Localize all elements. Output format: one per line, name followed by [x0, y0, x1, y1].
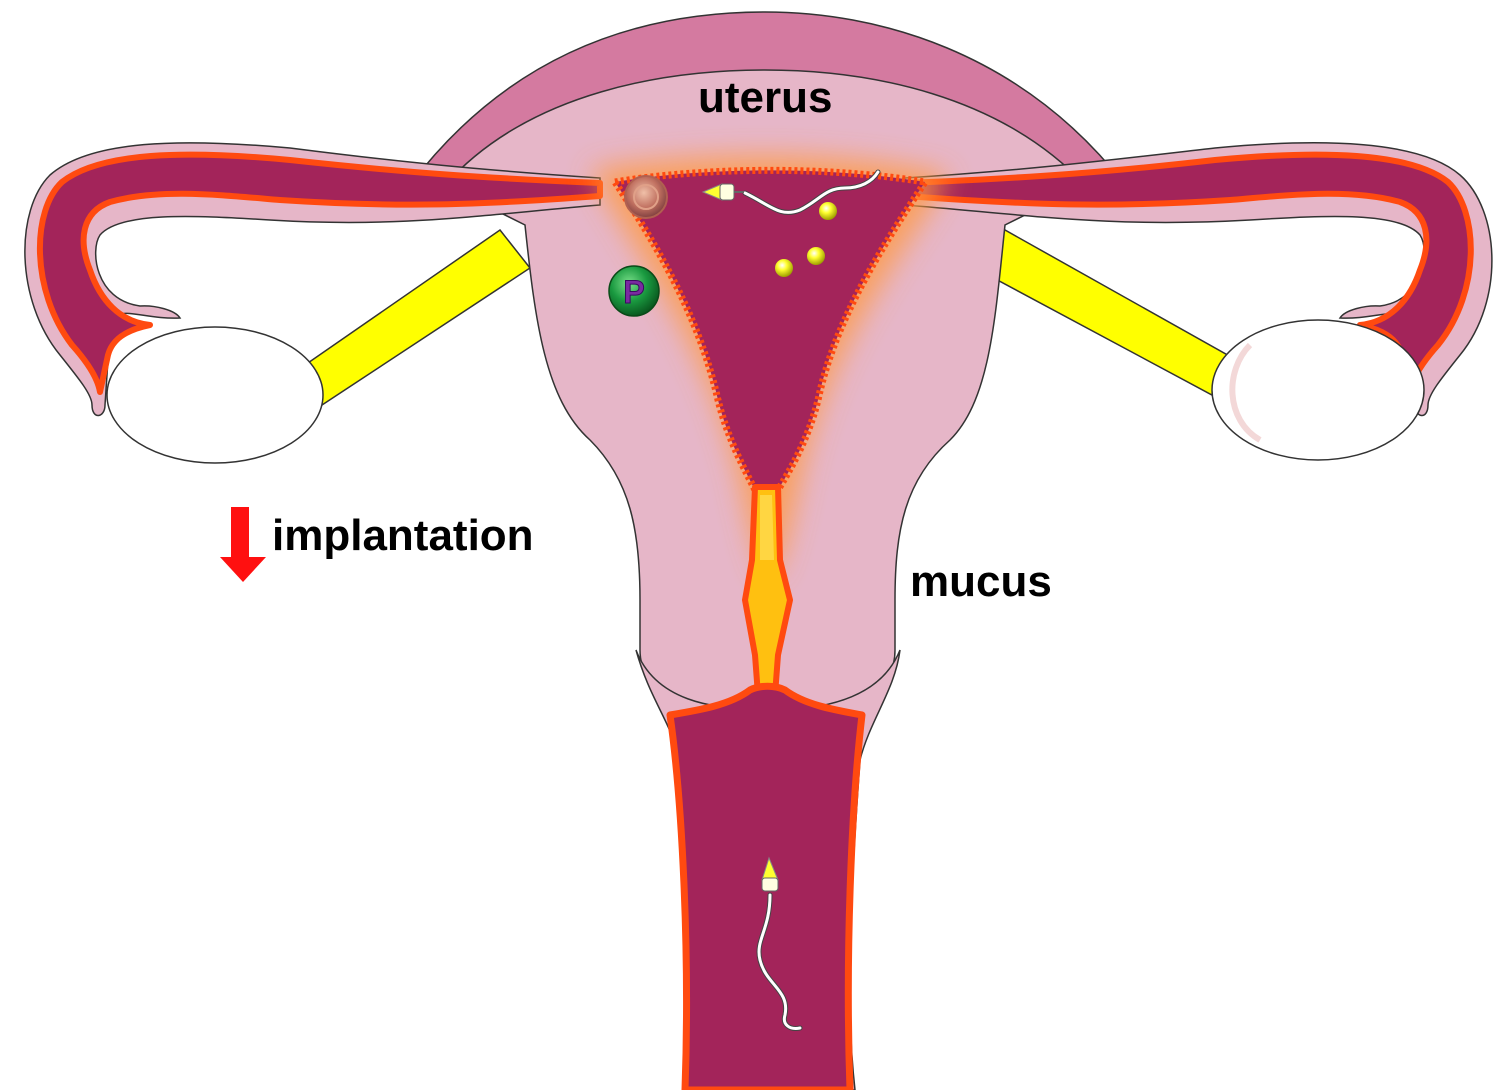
egg-1 [819, 202, 837, 220]
egg-3 [807, 247, 825, 265]
label-implantation: implantation [272, 514, 534, 558]
progesterone-marker-letter: P [623, 274, 644, 310]
label-mucus: mucus [910, 560, 1052, 604]
right-ligament [975, 230, 1240, 402]
embryo [625, 176, 667, 218]
egg-2 [775, 259, 793, 277]
right-ovary [1212, 320, 1424, 460]
left-ligament [305, 230, 530, 405]
label-uterus: uterus [698, 76, 832, 120]
arrow-down-icon [220, 507, 266, 582]
left-ovary [107, 327, 323, 463]
mucus-highlight [760, 495, 774, 560]
